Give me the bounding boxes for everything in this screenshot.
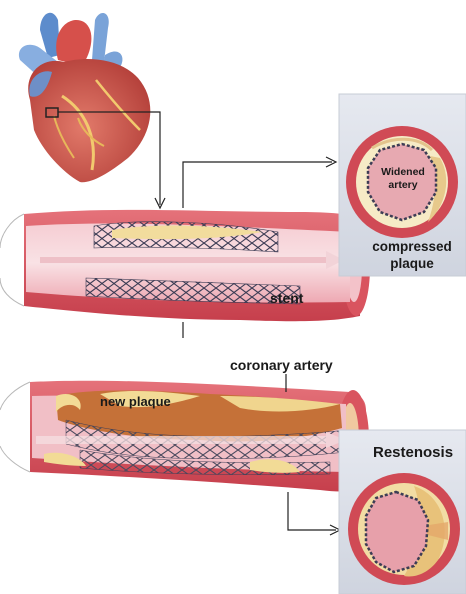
stented-artery [0, 210, 370, 321]
top-inset-leader-line [183, 162, 332, 208]
compressed-plaque-label: compressed plaque [360, 238, 464, 272]
stent-label: stent [270, 290, 303, 306]
restenosis-artery [0, 381, 369, 492]
bottom-inset-leader-line [288, 492, 336, 530]
heart-illustration [19, 13, 150, 182]
widened-artery-label: Widened artery [376, 166, 430, 192]
restenosis-label: Restenosis [373, 444, 453, 461]
new-plaque-label: new plaque [100, 394, 171, 409]
coronary-artery-label: coronary artery [230, 357, 333, 373]
